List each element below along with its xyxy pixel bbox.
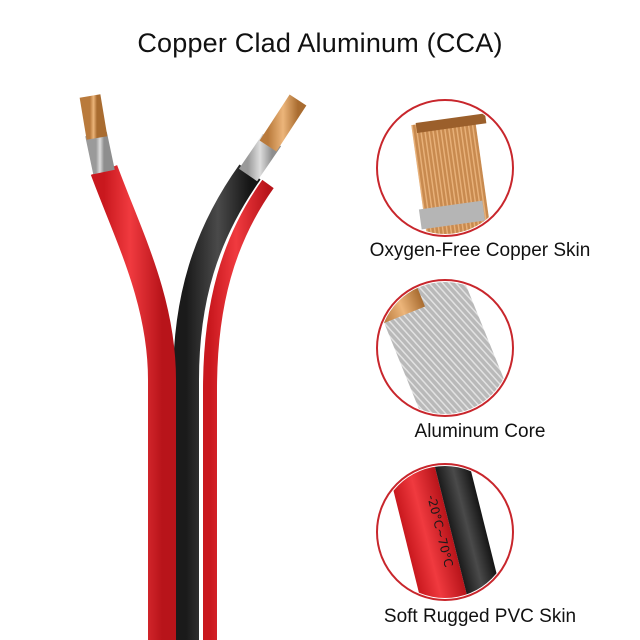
copper-strand-end-icon bbox=[376, 99, 514, 237]
red-conductor bbox=[79, 94, 176, 640]
feature-label-copper-skin: Oxygen-Free Copper Skin bbox=[369, 240, 591, 261]
black-conductor bbox=[173, 94, 307, 640]
feature-label-pvc-skin: Soft Rugged PVC Skin bbox=[383, 606, 577, 627]
feature-label-aluminum-core: Aluminum Core bbox=[414, 421, 546, 442]
pvc-jacket-icon bbox=[376, 463, 514, 601]
page-title: Copper Clad Aluminum (CCA) bbox=[137, 28, 503, 58]
red-jacket-edge bbox=[203, 179, 274, 640]
aluminum-core-icon bbox=[376, 279, 514, 417]
